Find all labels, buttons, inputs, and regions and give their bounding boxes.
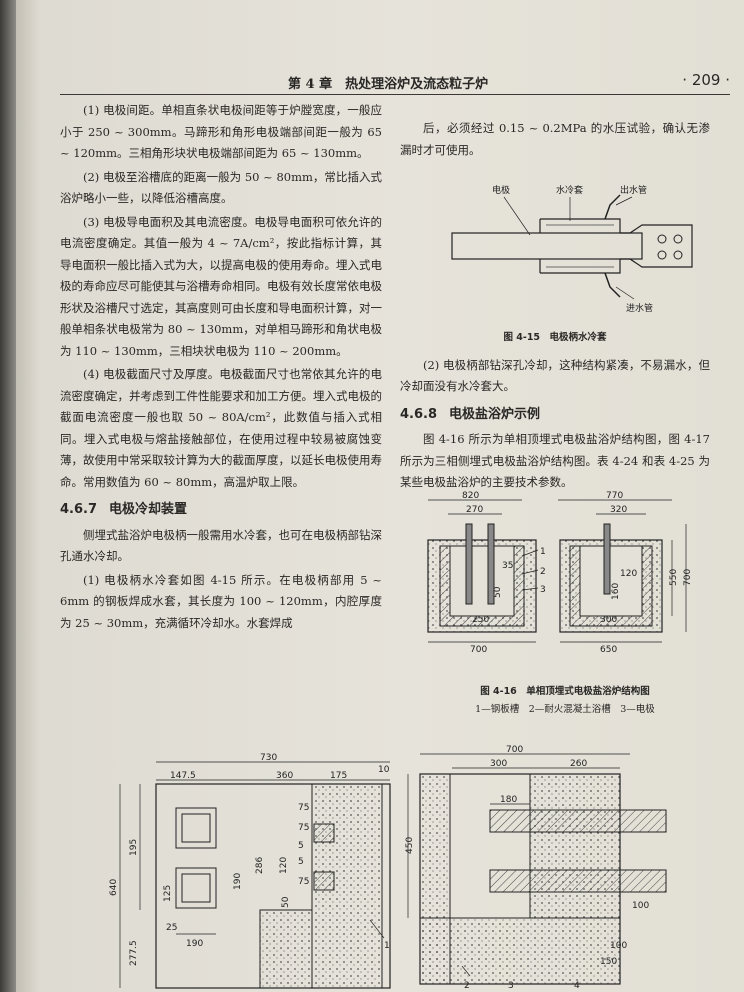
dim: 3 xyxy=(508,981,514,991)
figure-4-15-diagram: 电极 水冷套 出水管 进水管 xyxy=(451,184,693,314)
dim: 286 xyxy=(255,857,265,874)
label-outlet: 出水管 xyxy=(620,184,647,196)
section-number: 4.6.7 xyxy=(60,502,98,517)
dim-160: 160 xyxy=(611,583,621,600)
label-water-jacket: 水冷套 xyxy=(556,184,583,196)
section-number: 4.6.8 xyxy=(400,406,438,422)
paragraph: (2) 电极至浴槽底的距离一般为 50 ~ 80mm，常比插入式浴炉略小一些，以… xyxy=(60,169,382,206)
dim-820: 820 xyxy=(462,491,479,501)
dim: 195 xyxy=(129,839,139,856)
dim: 100 xyxy=(610,941,627,951)
paragraph: 图 4-16 所示为单相顶埋式电极盐浴炉结构图，图 4-17 所示为三相侧埋式电… xyxy=(400,432,710,489)
dim-300: 300 xyxy=(600,615,617,625)
dim: 120 xyxy=(279,857,289,874)
figure-4-16-diagram: 820 270 35 50 250 700 1 2 3 770 320 120 … xyxy=(427,491,693,655)
paragraph: (3) 电极导电面积及其电流密度。电极导电面积可依允许的电流密度确定。其值一般为… xyxy=(60,214,382,358)
page-number: · 209 · xyxy=(682,71,730,89)
paragraph: (2) 电极柄部钻深孔冷却，这种结构紧凑，不易漏水，但冷却面没有水冷套大。 xyxy=(400,357,710,394)
paragraph: (4) 电极截面尺寸及厚度。电极截面尺寸也常依其允许的电流密度确定，并考虑到工件… xyxy=(60,367,382,489)
dim-650: 650 xyxy=(600,645,617,655)
dim-550: 550 xyxy=(669,569,679,586)
section-heading: 4.6.7 电极冷却装置 xyxy=(60,499,382,521)
figure-caption: 图 4-16 单相顶埋式电极盐浴炉结构图 xyxy=(480,686,650,697)
dim: 10 xyxy=(378,765,390,775)
dim-250: 250 xyxy=(472,615,489,625)
figure-legend: 1—钢板槽 2—耐火混凝土浴槽 3—电极 xyxy=(475,704,655,715)
dim: 75 xyxy=(298,877,309,887)
dim: 360 xyxy=(276,771,293,781)
paragraph: (1) 电极间距。单相直条状电极间距等于炉膛宽度，一般应小于 250 ~ 300… xyxy=(60,103,382,160)
dim: 190 xyxy=(186,939,203,949)
dim: 5 xyxy=(298,841,304,851)
dim: 1 xyxy=(384,941,390,951)
book-spine xyxy=(0,0,16,992)
paragraph: 侧埋式盐浴炉电极柄一般需用水冷套，也可在电极柄部钻深孔通水冷却。 xyxy=(60,527,382,564)
running-header: 第 4 章 热处理浴炉及流态粒子炉 · 209 · xyxy=(60,70,730,95)
dim-35: 35 xyxy=(502,561,513,571)
dim-770: 770 xyxy=(606,491,623,501)
dim: 50 xyxy=(281,896,291,908)
legend-num-3: 3 xyxy=(540,585,546,595)
dim: 700 xyxy=(506,745,523,755)
section-heading: 4.6.8 电极盐浴炉示例 xyxy=(400,404,710,426)
dim: 25 xyxy=(166,923,177,933)
section-title: 电极冷却装置 xyxy=(109,502,188,517)
paragraph: (1) 电极柄水冷套如图 4-15 所示。在电极柄部用 5 ~ 6mm 的钢板焊… xyxy=(60,572,382,630)
dim-120: 120 xyxy=(620,569,637,579)
dim-320: 320 xyxy=(610,505,627,515)
dim: 300 xyxy=(490,759,507,769)
dim: 125 xyxy=(163,885,173,902)
dim: 2 xyxy=(464,981,470,991)
label-inlet: 进水管 xyxy=(626,302,653,314)
figure-4-17-right-diagram: 700 300 260 180 450 100 100 150 2 3 4 xyxy=(405,745,667,991)
chapter-title: 第 4 章 热处理浴炉及流态粒子炉 xyxy=(288,77,489,92)
figure-4-17-left-diagram: 730 147.5 360 175 10 75 75 5 120 5 75 50… xyxy=(109,753,391,989)
figure-caption: 图 4-15 电极柄水冷套 xyxy=(503,332,607,343)
dim: 150 xyxy=(600,957,617,967)
dim: 5 xyxy=(298,857,304,867)
dim: 175 xyxy=(330,771,347,781)
dim: 730 xyxy=(260,753,277,763)
dim: 100 xyxy=(632,901,649,911)
dim-700-height: 700 xyxy=(683,569,693,586)
dim: 640 xyxy=(109,879,119,896)
dim: 180 xyxy=(500,795,517,805)
dim-700-left: 700 xyxy=(470,645,487,655)
dim: 75 xyxy=(298,823,309,833)
legend-num-1: 1 xyxy=(540,547,546,557)
dim: 277.5 xyxy=(129,940,139,966)
left-column: (1) 电极间距。单相直条状电极间距等于炉膛宽度，一般应小于 250 ~ 300… xyxy=(60,100,382,636)
dim: 147.5 xyxy=(170,771,196,781)
right-column: 后，必须经过 0.15 ~ 0.2MPa 的水压试验，确认无渗漏时才可使用。 图… xyxy=(400,118,710,496)
label-electrode: 电极 xyxy=(492,184,510,196)
dim: 450 xyxy=(405,837,415,854)
dim-50: 50 xyxy=(493,586,503,598)
dim-270: 270 xyxy=(466,505,483,515)
paragraph: 后，必须经过 0.15 ~ 0.2MPa 的水压试验，确认无渗漏时才可使用。 xyxy=(400,121,710,157)
dim: 260 xyxy=(570,759,587,769)
legend-num-2: 2 xyxy=(540,567,546,577)
dim: 4 xyxy=(574,981,580,991)
dim: 75 xyxy=(298,803,309,813)
dim: 190 xyxy=(233,873,243,890)
section-title: 电极盐浴炉示例 xyxy=(449,406,541,422)
